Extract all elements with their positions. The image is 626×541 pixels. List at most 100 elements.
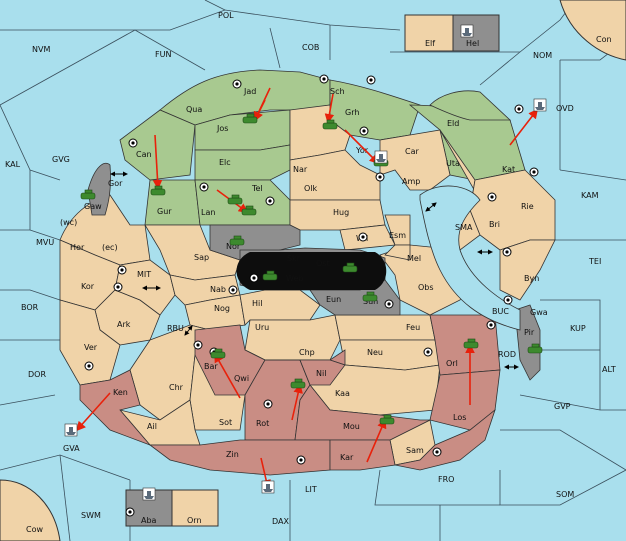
territory-45[interactable] [79, 369, 151, 446]
fleet-unit-icon[interactable] [261, 480, 275, 494]
sea-label-rod: ROD [498, 350, 516, 359]
fleet-unit-icon[interactable] [64, 423, 78, 437]
sea-label-pol: POL [218, 11, 234, 20]
land-label-48: Neu [367, 348, 383, 357]
territory-24[interactable] [59, 299, 121, 386]
army-unit-icon[interactable] [262, 270, 278, 281]
fleet-unit-icon[interactable] [533, 98, 547, 112]
land-label-62: Zin [226, 450, 239, 459]
sea-label-fro: FRO [438, 475, 454, 484]
supply-center [128, 138, 138, 148]
land-label-56: Chr [169, 383, 184, 392]
sea-label-ovd: OVD [556, 104, 574, 113]
order-arrow [214, 352, 241, 399]
land-label-65: Elf [425, 39, 435, 48]
territory-11[interactable] [289, 149, 381, 201]
land-label-46: Ark [117, 320, 131, 329]
army-unit-icon[interactable] [527, 343, 543, 354]
army-unit-icon[interactable] [210, 348, 226, 359]
sea-label-kam: KAM [581, 191, 599, 200]
sea-label-fun: FUN [155, 50, 171, 59]
sea-label-nvm: NVM [32, 45, 50, 54]
land-label-0: Jad [243, 87, 256, 96]
territory-3[interactable] [119, 109, 196, 181]
land-label-37: Obs [418, 283, 434, 292]
army-unit-icon[interactable] [80, 189, 96, 200]
army-unit-icon[interactable] [463, 338, 479, 349]
fleet-unit-icon[interactable] [460, 24, 474, 38]
land-label-44: Feu [406, 323, 420, 332]
territory-53[interactable] [514, 304, 541, 381]
territory-47[interactable] [329, 439, 396, 471]
territory-41[interactable] [299, 359, 346, 386]
land-label-31: (ec) [102, 243, 118, 252]
sea-label-som: SOM [556, 490, 574, 499]
army-unit-icon[interactable] [227, 194, 243, 205]
territory-6[interactable] [144, 179, 201, 226]
land-label-68: Orn [187, 516, 202, 525]
sea-label-sma: SMA [455, 223, 473, 232]
supply-center [249, 273, 259, 283]
order-arrow [366, 418, 387, 463]
land-label-5: Eld [447, 119, 459, 128]
territory-5[interactable] [194, 144, 291, 181]
land-label-6: Can [136, 150, 152, 159]
land-label-40: Hil [252, 299, 262, 308]
sea-label-con: Con [596, 35, 612, 44]
army-unit-icon[interactable] [229, 235, 245, 246]
box-hel[interactable] [452, 14, 500, 52]
coast-link-arrow [425, 202, 437, 212]
territory-9[interactable] [429, 90, 512, 121]
supply-center [358, 232, 368, 242]
supply-center [423, 347, 433, 357]
territory-52[interactable] [87, 162, 111, 216]
territory-1[interactable] [159, 69, 331, 126]
land-label-16: Olk [304, 184, 318, 193]
territory-18[interactable] [499, 239, 556, 301]
land-label-53: Nil [316, 369, 326, 378]
land-label-12: Gor [108, 179, 123, 188]
land-label-8: Car [405, 147, 419, 156]
territory-28[interactable] [244, 314, 341, 361]
land-label-64: Sam [406, 446, 424, 455]
army-unit-icon[interactable] [379, 414, 395, 425]
order-arrow [509, 108, 538, 146]
territory-48[interactable] [394, 408, 496, 471]
sea-label-bor: BOR [21, 303, 39, 312]
territory-2[interactable] [329, 79, 421, 141]
territory-33[interactable] [384, 244, 411, 261]
sea-label-cow: Cow [26, 525, 43, 534]
land-label-47: Chp [299, 348, 315, 357]
land-label-32: Sap [194, 253, 209, 262]
sea-label-lit: LIT [305, 485, 317, 494]
army-unit-icon[interactable] [322, 119, 338, 130]
sea-label-gva: GVA [63, 444, 80, 453]
supply-center [487, 192, 497, 202]
army-unit-icon[interactable] [242, 113, 258, 124]
army-unit-icon[interactable] [290, 378, 306, 389]
land-label-17: Gaw [84, 202, 102, 211]
order-arrow [75, 392, 111, 432]
box-orn[interactable] [171, 489, 219, 527]
land-label-39: Sun [363, 297, 378, 306]
land-label-1: Sch [330, 87, 345, 96]
order-arrow [344, 129, 380, 165]
sea-label-tei: TEI [588, 257, 601, 266]
supply-center [228, 285, 238, 295]
supply-center [366, 75, 376, 85]
land-label-33: Web [286, 274, 303, 283]
sea-label-cob: COB [302, 43, 319, 52]
sea-label-swm: SWM [81, 511, 101, 520]
land-label-57: Los [453, 413, 466, 422]
army-unit-icon[interactable] [241, 205, 257, 216]
fleet-unit-icon[interactable] [374, 150, 388, 164]
fleet-unit-icon[interactable] [142, 487, 156, 501]
army-unit-icon[interactable] [362, 291, 378, 302]
land-label-29: Her [70, 243, 85, 252]
army-unit-icon[interactable] [342, 262, 358, 273]
army-unit-icon[interactable] [150, 185, 166, 196]
territory-7[interactable] [194, 179, 291, 226]
sea-label-alt: ALT [602, 365, 616, 374]
